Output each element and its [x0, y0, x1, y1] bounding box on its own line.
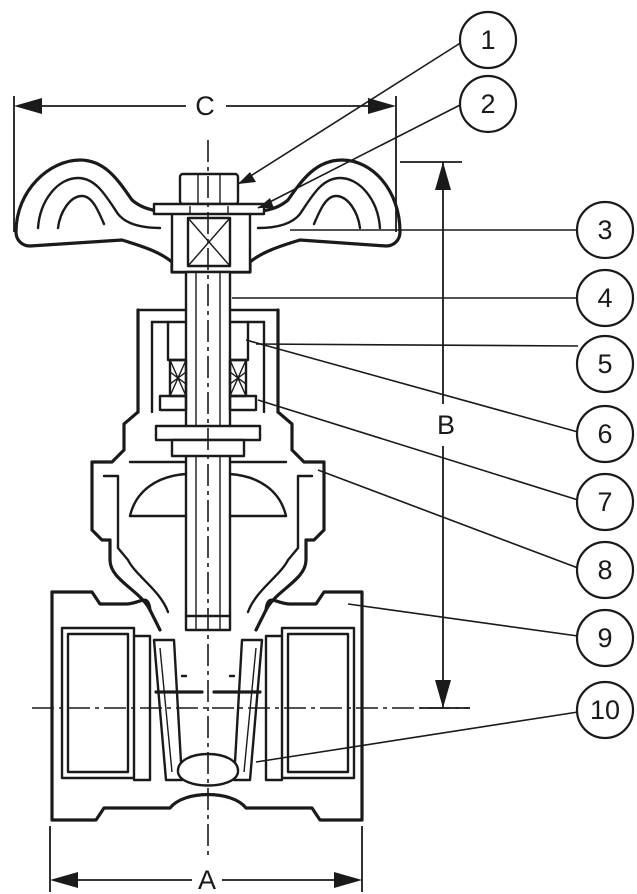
dimension-c: C: [13, 91, 397, 232]
balloon-10: 10: [575, 680, 635, 740]
balloon-1-label: 1: [480, 25, 495, 55]
dimension-b-label: B: [437, 410, 455, 440]
packing-washer: [158, 394, 258, 412]
balloon-5: 5: [575, 334, 635, 394]
leader-lines: [232, 41, 579, 763]
balloon-3-label: 3: [597, 215, 612, 245]
balloon-6-label: 6: [597, 419, 612, 449]
balloon-6: 6: [575, 404, 635, 464]
balloon-8: 8: [575, 540, 635, 600]
balloon-3: 3: [575, 200, 635, 260]
balloon-2: 2: [458, 74, 518, 134]
gland-nut: [136, 308, 280, 414]
balloon-9: 9: [575, 608, 635, 668]
handwheel-nut: [178, 172, 240, 206]
balloon-10-label: 10: [590, 695, 620, 725]
balloon-5-label: 5: [597, 349, 612, 379]
dimension-a-label: A: [198, 865, 216, 894]
dimension-b: B: [400, 161, 470, 709]
bonnet: [90, 410, 326, 632]
washer: [152, 202, 266, 216]
part-balloons: 1 2 3 4 5 6 7 8: [458, 10, 635, 740]
balloon-7: 7: [575, 472, 635, 532]
balloon-8-label: 8: [597, 555, 612, 585]
balloon-7-label: 7: [597, 487, 612, 517]
balloon-4-label: 4: [597, 283, 612, 313]
dimension-a: A: [49, 826, 363, 894]
balloon-9-label: 9: [597, 623, 612, 653]
balloon-4: 4: [575, 268, 635, 328]
centerlines: [32, 140, 470, 860]
balloon-1: 1: [458, 10, 518, 70]
balloon-2-label: 2: [480, 89, 495, 119]
dimension-c-label: C: [195, 91, 215, 121]
